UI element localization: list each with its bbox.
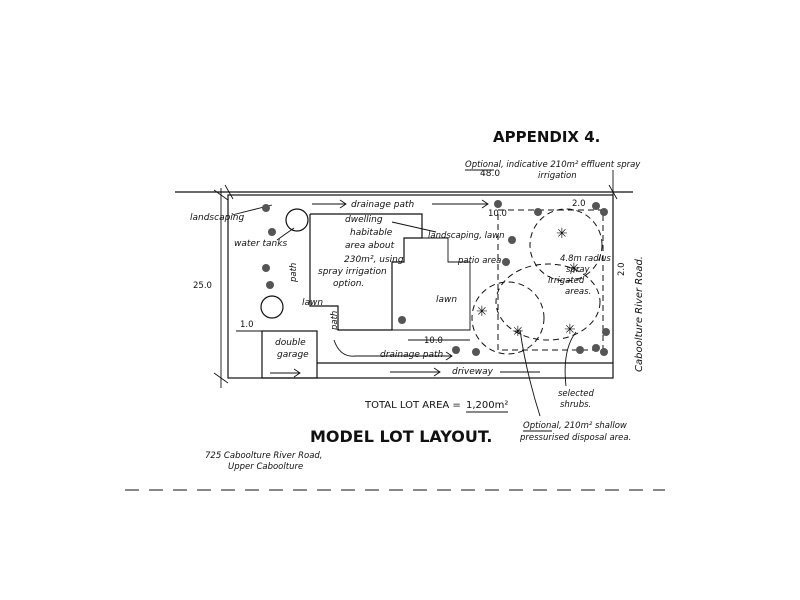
shrub-icon	[262, 204, 270, 212]
garage-text-2: garage	[277, 350, 309, 360]
appendix-label: APPENDIX 4.	[493, 128, 600, 146]
shrub-icon	[600, 208, 608, 216]
dwelling-text-4: 230m², using	[344, 255, 404, 265]
tree-icon: ✳	[564, 322, 576, 338]
landscaping-lawn-label: landscaping, lawn	[428, 231, 505, 241]
shrub-icon	[534, 208, 542, 216]
drainage-arrowhead-right-2	[339, 199, 347, 209]
drainage-arrowhead-bottom	[445, 351, 453, 361]
drainage-arrowhead-right	[481, 199, 489, 209]
radius-text-2: spray	[566, 265, 591, 275]
shallow-disposal-area	[495, 263, 601, 341]
spray-tree-icon-group: ✳ ✳ ✳ ✳ ✳	[476, 226, 580, 340]
tree-icon: ✳	[512, 324, 524, 340]
water-tank-top	[285, 208, 309, 232]
shrub-icon	[266, 281, 274, 289]
road-label: Caboolture River Road.	[634, 256, 645, 372]
spray-radius-circle-top	[529, 208, 603, 282]
right-top-value: 2.0	[572, 199, 586, 209]
dwelling-text-6: option.	[333, 279, 364, 289]
house-setback-value: 10.0	[424, 336, 443, 346]
tree-icon: ✳	[476, 304, 488, 320]
drainage-path-bottom-label: drainage path	[380, 350, 444, 360]
address-line-1: 725 Caboolture River Road,	[205, 451, 323, 461]
garden-setback-value: 10.0	[488, 209, 507, 219]
drawing-title: MODEL LOT LAYOUT.	[310, 427, 492, 446]
shrub-icon	[576, 346, 584, 354]
optional-spray-note-1: Optional, indicative 210m² effluent spra…	[465, 160, 641, 170]
width-dimension-value: 48.0	[480, 169, 500, 179]
path-left-label: path	[289, 263, 299, 283]
water-tank-left	[260, 295, 284, 319]
optional-spray-note-2: irrigation	[538, 171, 577, 181]
shallow-text-2: pressurised disposal area.	[519, 433, 631, 443]
spray-irrigation-area	[497, 209, 604, 351]
drainage-path-bottom-arrow	[333, 339, 452, 357]
tree-icon: ✳	[556, 226, 568, 242]
address-line-2: Upper Caboolture	[228, 462, 303, 472]
shrub-icon	[494, 200, 502, 208]
right-side-value: 2.0	[617, 262, 627, 276]
water-tanks-leader	[276, 227, 295, 241]
shrub-icon-group-right	[398, 200, 610, 356]
setback-left-value: 1.0	[240, 320, 254, 330]
water-tanks-label: water tanks	[234, 239, 287, 249]
shrubs-text-1: selected	[558, 389, 594, 399]
radius-text-1: 4.8m radius	[560, 254, 611, 264]
depth-dim-tick-bottom	[213, 372, 229, 384]
total-area-prefix: TOTAL LOT AREA =	[364, 400, 461, 411]
shrubs-text-2: shrubs.	[560, 400, 591, 410]
driveway-arrowhead-2	[433, 367, 441, 377]
driveway-arrowhead-1	[293, 368, 301, 378]
lawn-mid-label: lawn	[436, 295, 457, 305]
shallow-text-1: Optional, 210m² shallow	[523, 421, 627, 431]
shrub-icon	[398, 316, 406, 324]
radius-text-3: irrigated	[548, 276, 585, 286]
lawn-left-label: lawn	[302, 298, 323, 308]
garage-text-1: double	[275, 338, 306, 348]
depth-dim-tick-top	[213, 189, 229, 201]
radius-text-4: areas.	[565, 287, 591, 297]
shrub-icon	[592, 202, 600, 210]
shrub-icon	[508, 236, 516, 244]
patio-label: patio area	[457, 256, 501, 266]
total-area-value: 1,200m²	[466, 400, 508, 411]
dwelling-leader	[391, 221, 437, 233]
dwelling-text-1: dwelling	[345, 215, 383, 225]
shrub-icon	[268, 228, 276, 236]
path-mid-label: path	[330, 311, 340, 331]
shrub-icon	[602, 328, 610, 336]
dwelling-outline	[309, 213, 423, 331]
dwelling-text-3: area about	[345, 241, 395, 251]
shallow-area-leader	[519, 329, 541, 417]
lot-boundary	[227, 194, 614, 379]
shrub-icon	[452, 346, 460, 354]
depth-dimension-value: 25.0	[193, 281, 212, 291]
shrub-icon	[600, 348, 608, 356]
tree-icon: ✳	[568, 261, 580, 277]
shrub-icon-group-top-left	[262, 204, 276, 289]
drainage-path-top-label: drainage path	[351, 200, 415, 210]
double-garage	[261, 330, 318, 379]
dwelling-text-2: habitable	[350, 228, 393, 238]
width-dim-tick-left	[224, 184, 234, 200]
spray-radius-circle-bottom	[471, 281, 545, 355]
shrub-icon	[262, 264, 270, 272]
landscaping-label: landscaping	[190, 213, 245, 223]
driveway-label: driveway	[452, 367, 494, 377]
shrubs-leader	[564, 331, 577, 387]
shrub-icon	[472, 348, 480, 356]
shrub-icon	[502, 258, 510, 266]
shrub-icon	[592, 344, 600, 352]
dwelling-text-5: spray irrigation	[318, 267, 387, 277]
patio-outline	[392, 237, 471, 331]
